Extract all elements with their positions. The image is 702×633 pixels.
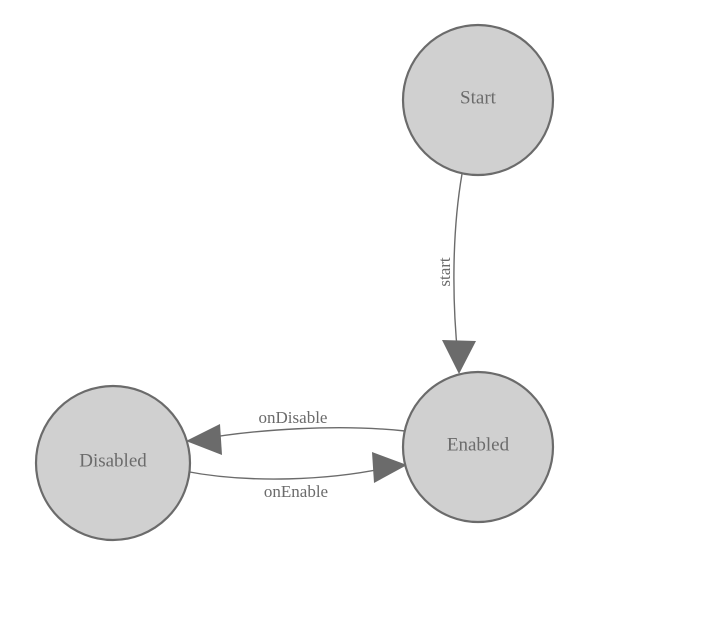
state-node-enabled[interactable]: Enabled — [401, 370, 555, 524]
edge-enabled-to-disabled[interactable]: onDisable — [186, 408, 406, 455]
edge-disabled-to-enabled[interactable]: onEnable — [183, 452, 407, 501]
edge-start-to-enabled-path — [453, 173, 463, 359]
state-node-enabled-circle — [401, 370, 555, 524]
state-node-disabled[interactable]: Disabled — [34, 384, 192, 542]
edge-label-start: start — [435, 257, 454, 287]
arrowhead-into-disabled — [186, 424, 222, 455]
edge-disabled-to-enabled-path — [183, 467, 387, 480]
edge-enabled-to-disabled-path — [195, 427, 406, 441]
edge-start-to-enabled[interactable]: start — [435, 173, 476, 374]
edge-label-on-enable: onEnable — [264, 482, 328, 501]
state-node-start-circle — [401, 23, 555, 177]
state-node-enabled-label: Enabled — [447, 434, 510, 455]
edge-label-on-disable: onDisable — [259, 408, 328, 427]
arrowhead-into-enabled-lower — [372, 452, 407, 483]
state-node-disabled-circle — [34, 384, 192, 542]
state-node-start[interactable]: Start — [401, 23, 555, 177]
state-node-disabled-label: Disabled — [79, 450, 147, 471]
state-node-start-label: Start — [460, 87, 497, 108]
arrowhead-into-enabled — [442, 340, 476, 374]
